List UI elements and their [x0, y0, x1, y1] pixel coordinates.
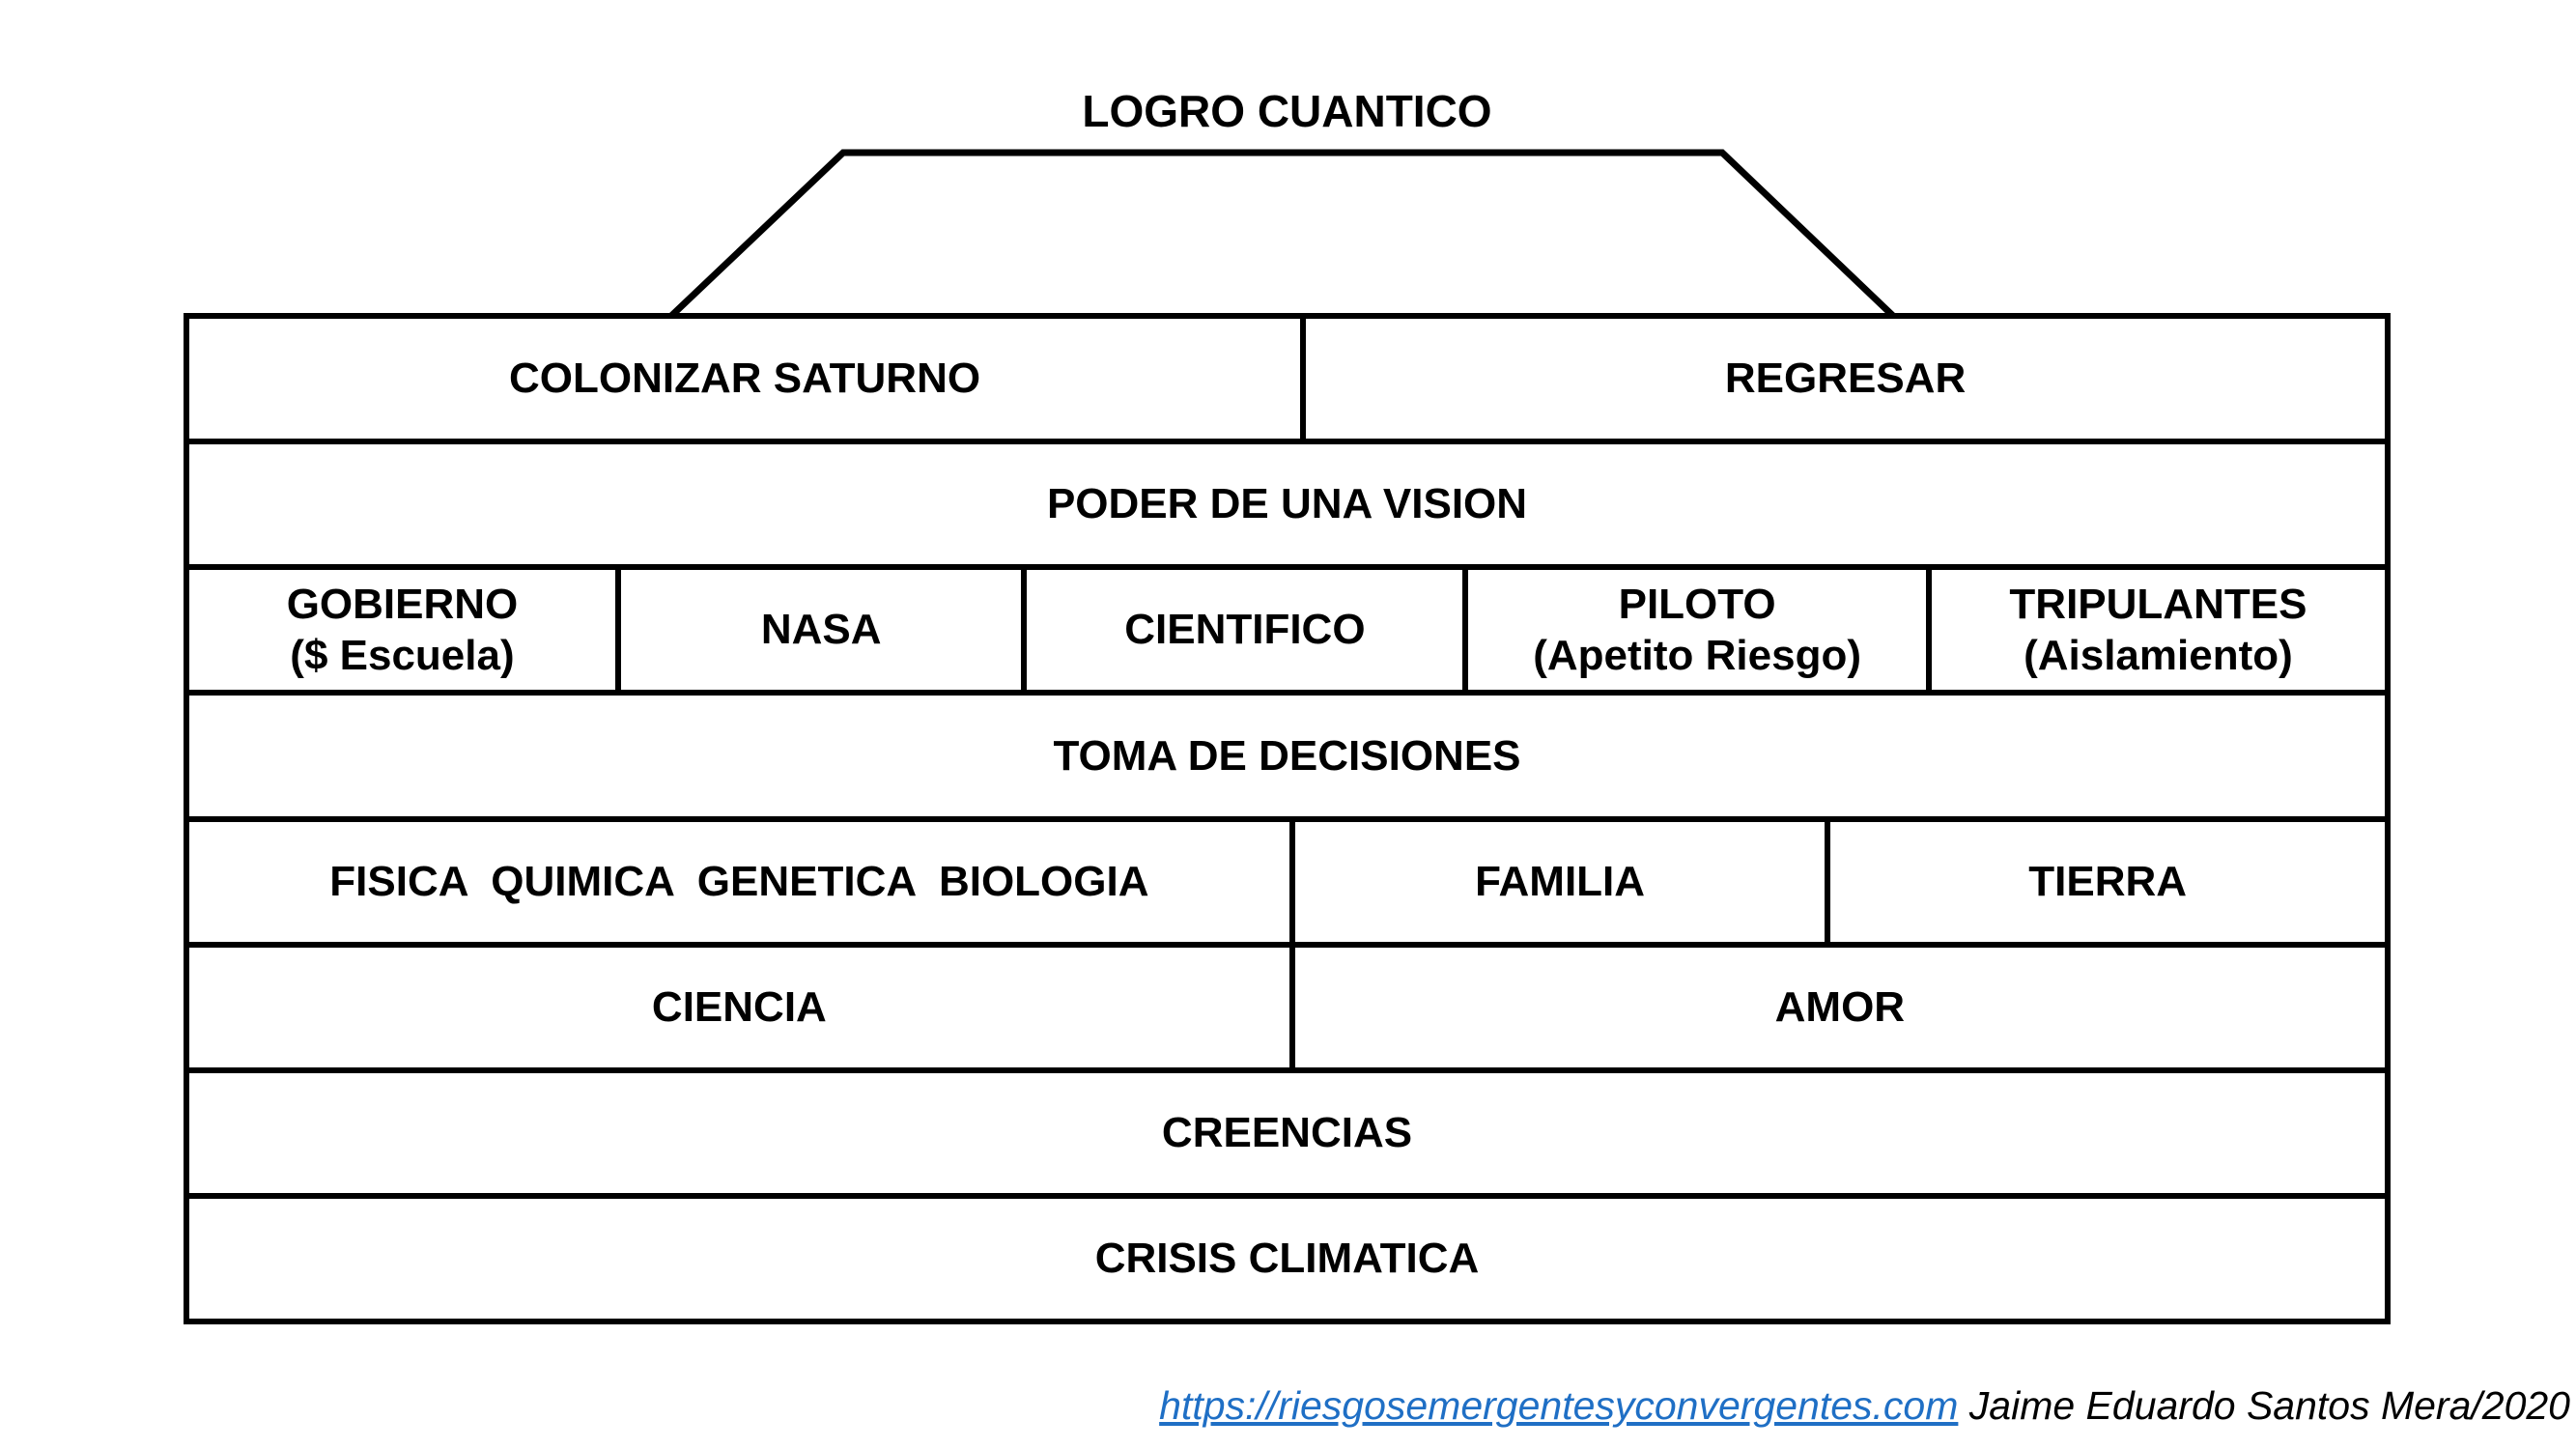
- row-actors: GOBIERNO ($ Escuela) NASA CIENTIFICO PIL…: [189, 564, 2385, 691]
- cell-label: PODER DE UNA VISION: [1046, 480, 1528, 528]
- cell-label: CREENCIAS: [1161, 1108, 1413, 1156]
- cell-gobierno: GOBIERNO ($ Escuela): [189, 570, 615, 690]
- cell-tierra: TIERRA: [1825, 821, 2385, 942]
- cell-colonizar-saturno: COLONIZAR SATURNO: [189, 319, 1300, 439]
- cell-crisis-climatica: CRISIS CLIMATICA: [189, 1199, 2385, 1319]
- cell-label: TIERRA: [2028, 857, 2188, 905]
- cell-label: TRIPULANTES: [2009, 580, 2307, 628]
- cell-fisica-quimica-genetica-biologia: FISICA QUIMICA GENETICA BIOLOGIA: [189, 822, 1289, 942]
- cell-sublabel: (Apetito Riesgo): [1533, 632, 1861, 680]
- cell-label: FAMILIA: [1475, 857, 1646, 905]
- row-creencias: CREENCIAS: [189, 1066, 2385, 1193]
- cell-familia: FAMILIA: [1288, 821, 1826, 942]
- cell-toma-de-decisiones: TOMA DE DECISIONES: [189, 696, 2385, 815]
- cell-label: FISICA QUIMICA GENETICA BIOLOGIA: [329, 857, 1149, 905]
- row-knowledge: FISICA QUIMICA GENETICA BIOLOGIA FAMILIA…: [189, 815, 2385, 942]
- cell-cientifico: CIENTIFICO: [1021, 570, 1462, 691]
- cell-label: TOMA DE DECISIONES: [1053, 731, 1521, 780]
- cell-creencias: CREENCIAS: [189, 1073, 2385, 1193]
- row-decisiones: TOMA DE DECISIONES: [189, 690, 2385, 815]
- cell-regresar: REGRESAR: [1300, 319, 2385, 440]
- footer: https://riesgosemergentesyconvergentes.c…: [1159, 1383, 2570, 1429]
- cell-label: GOBIERNO: [286, 580, 519, 628]
- cell-label: PILOTO: [1618, 580, 1776, 628]
- row-crisis: CRISIS CLIMATICA: [189, 1192, 2385, 1319]
- row-values: CIENCIA AMOR: [189, 941, 2385, 1067]
- cell-label: CIENCIA: [651, 982, 827, 1031]
- cell-tripulantes: TRIPULANTES (Aislamiento): [1925, 570, 2385, 691]
- row-vision: PODER DE UNA VISION: [189, 439, 2385, 564]
- cell-label: CRISIS CLIMATICA: [1094, 1235, 1480, 1283]
- cell-label: COLONIZAR SATURNO: [509, 355, 981, 403]
- row-goals: COLONIZAR SATURNO REGRESAR: [189, 319, 2385, 440]
- cell-poder-de-una-vision: PODER DE UNA VISION: [189, 444, 2385, 564]
- cell-sublabel: ($ Escuela): [290, 632, 515, 680]
- cell-sublabel: (Aislamiento): [2024, 632, 2293, 680]
- cell-amor: AMOR: [1288, 947, 2385, 1067]
- cell-label: CIENTIFICO: [1124, 606, 1366, 654]
- cell-piloto: PILOTO (Apetito Riesgo): [1462, 570, 1926, 691]
- pyramid-box: COLONIZAR SATURNO REGRESAR PODER DE UNA …: [184, 313, 2391, 1324]
- cell-nasa: NASA: [614, 570, 1022, 691]
- diagram-title: LOGRO CUANTICO: [1082, 86, 1492, 136]
- cell-label: NASA: [760, 606, 882, 654]
- cell-ciencia: CIENCIA: [189, 948, 1289, 1067]
- footer-link[interactable]: https://riesgosemergentesyconvergentes.c…: [1159, 1383, 1959, 1428]
- cell-label: REGRESAR: [1724, 355, 1967, 403]
- footer-credit: Jaime Eduardo Santos Mera/2020: [1958, 1383, 2570, 1428]
- cell-label: AMOR: [1774, 982, 1906, 1031]
